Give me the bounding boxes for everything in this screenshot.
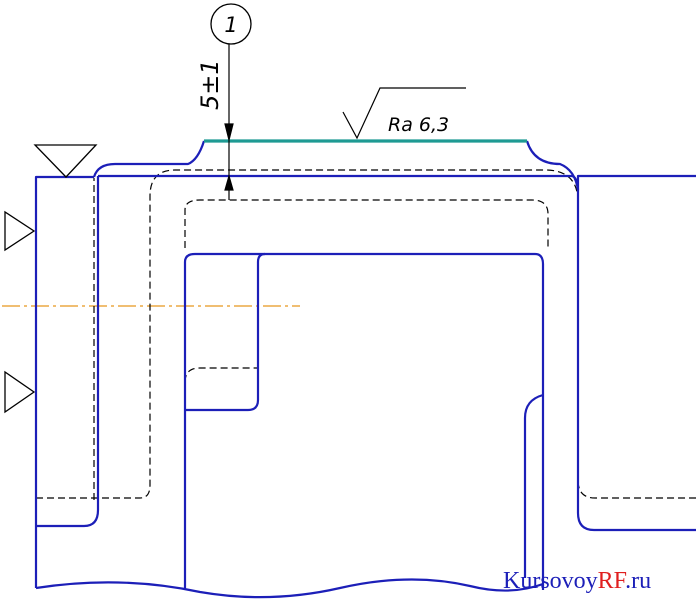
datum-symbols <box>4 144 98 414</box>
boss-right <box>525 140 696 192</box>
right-wall <box>576 190 696 532</box>
left-wall <box>34 175 94 588</box>
bore-right-step <box>523 393 544 578</box>
bore-top <box>183 252 545 590</box>
top-contour <box>92 140 206 178</box>
watermark: KursovoyRF.ru <box>503 568 651 594</box>
datum-triangle-left-2 <box>4 370 36 414</box>
roughness-symbol <box>342 87 466 140</box>
break-line <box>35 578 544 599</box>
bore-step <box>185 252 266 412</box>
watermark-highlight: RF <box>598 568 627 594</box>
part-outline <box>34 140 696 599</box>
callout-number: 1 <box>224 13 237 37</box>
roughness-label: Ra 6,3 <box>388 114 449 136</box>
datum-triangle-top <box>33 144 98 178</box>
dimension-leader <box>224 42 234 200</box>
blank-contour-dashed <box>36 169 696 500</box>
watermark-suffix: .ru <box>625 568 651 594</box>
datum-triangle-left-1 <box>4 210 36 252</box>
watermark-prefix: Kursovoy <box>503 568 598 594</box>
callout-bubble <box>210 3 252 45</box>
dimension-label: 5±1 <box>196 59 224 110</box>
left-wall-inner <box>36 176 100 528</box>
